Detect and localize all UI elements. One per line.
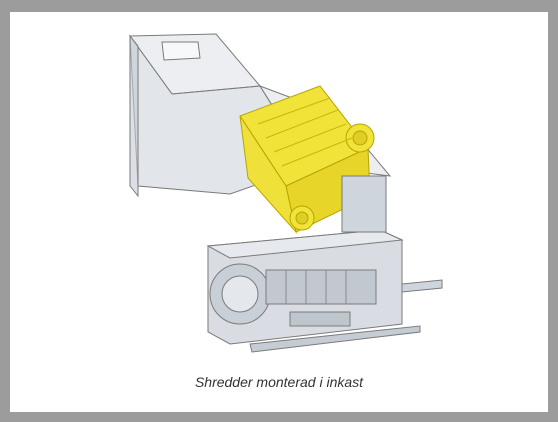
figure-card: Shredder monterad i inkast (10, 12, 548, 412)
machine-body (206, 175, 443, 353)
shredder-unit (239, 85, 375, 234)
shredder-machine-drawing (129, 33, 443, 353)
figure-caption: Shredder monterad i inkast (194, 374, 364, 390)
